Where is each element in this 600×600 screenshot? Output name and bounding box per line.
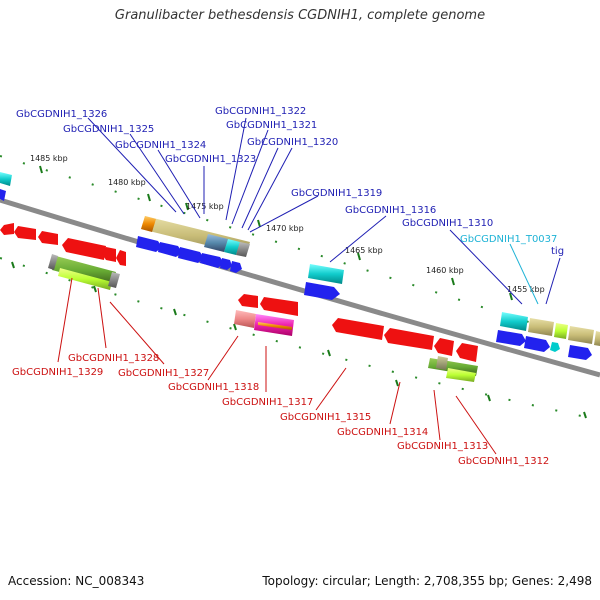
gene-block	[594, 331, 600, 346]
gene-label: GbCGDNIH1_1325	[63, 124, 154, 135]
gene-arrow	[158, 242, 182, 257]
kbp-label: 1470 kbp	[266, 224, 304, 233]
gene-label: GbCGDNIH1_1324	[115, 140, 206, 151]
gene-arrow	[260, 297, 298, 316]
gene-arrow	[230, 261, 242, 273]
kbp-label: 1480 kbp	[108, 178, 146, 187]
gene-block	[500, 312, 528, 331]
gene-label: GbCGDNIH1_1326	[16, 109, 107, 120]
inner-ticks	[0, 257, 600, 421]
gene-arrow	[136, 236, 162, 252]
gene-label: GbCGDNIH1_1314	[337, 427, 428, 438]
gene-arrow	[434, 338, 454, 356]
gene-block	[568, 326, 594, 344]
gene-arrow	[14, 226, 36, 240]
gene-arrow	[456, 343, 478, 362]
gene-label: GbCGDNIH1_1322	[215, 106, 306, 117]
gene-arrow	[0, 223, 14, 235]
forward-genes	[0, 172, 600, 360]
gene-label: GbCGDNIH1_1323	[165, 154, 256, 165]
gene-arrow	[238, 294, 258, 308]
gene-label: GbCGDNIH1_1319	[291, 188, 382, 199]
reverse-genes	[0, 223, 478, 382]
gene-arrow	[200, 253, 224, 268]
kbp-label: 1455 kbp	[507, 285, 545, 294]
gene-arrow	[178, 247, 204, 263]
gene-block	[436, 356, 448, 370]
gene-label: GbCGDNIH1_1318	[168, 382, 259, 393]
gene-label: GbCGDNIH1_1316	[345, 205, 436, 216]
kbp-labels: 1485 kbp 1480 kbp 1475 kbp 1470 kbp 1465…	[30, 154, 545, 294]
gene-arrow	[116, 250, 126, 266]
gene-label: GbCGDNIH1_1320	[247, 137, 338, 148]
gene-label: GbCGDNIH1_1329	[12, 367, 103, 378]
gene-block	[554, 323, 568, 339]
gene-label: GbCGDNIH1_1327	[118, 368, 209, 379]
gene-arrow	[550, 342, 560, 352]
kbp-label: 1465 kbp	[345, 246, 383, 255]
kbp-label: 1460 kbp	[426, 266, 464, 275]
gene-block	[234, 310, 256, 328]
gene-arrow	[0, 172, 12, 186]
genome-backbone	[0, 197, 600, 378]
accession-text: Accession: NC_008343	[8, 574, 145, 588]
gene-arrow	[568, 345, 592, 360]
major-ticks	[11, 165, 587, 419]
gene-arrow	[332, 318, 384, 340]
gene-label: GbCGDNIH1_1321	[226, 120, 317, 131]
gene-block	[224, 239, 240, 255]
gene-arrow	[0, 189, 6, 201]
map-title: Granulibacter bethesdensis CGDNIH1, comp…	[114, 8, 486, 23]
gene-arrow	[62, 238, 106, 260]
gene-block	[528, 318, 554, 336]
gene-block	[58, 268, 112, 290]
bottom-gene-labels: GbCGDNIH1_1329 GbCGDNIH1_1328 GbCGDNIH1_…	[12, 353, 549, 467]
gene-arrow	[524, 336, 550, 352]
gene-label: GbCGDNIH1_1315	[280, 412, 371, 423]
gene-block	[108, 272, 120, 288]
gene-block	[52, 256, 116, 286]
gene-label: GbCGDNIH1_T0037	[460, 234, 557, 245]
gene-block	[258, 322, 292, 330]
gene-block	[48, 254, 58, 270]
gene-label: GbCGDNIH1_1313	[397, 441, 488, 452]
gene-arrow	[496, 330, 526, 346]
gene-arrow	[102, 247, 116, 262]
gene-block	[236, 242, 250, 257]
kbp-label: 1485 kbp	[30, 154, 68, 163]
gene-arrow	[38, 231, 58, 245]
gene-arrow	[220, 258, 232, 270]
gene-label: GbCGDNIH1_1312	[458, 456, 549, 467]
gene-block	[204, 234, 228, 252]
gene-block	[446, 368, 476, 382]
gene-block	[308, 264, 344, 284]
top-leaders	[87, 117, 561, 305]
topology-text: Topology: circular; Length: 2,708,355 bp…	[262, 574, 592, 588]
kbp-label: 1475 kbp	[186, 202, 224, 211]
gene-label: GbCGDNIH1_1310	[402, 218, 493, 229]
gene-block	[141, 216, 156, 232]
bottom-leaders	[57, 277, 497, 455]
gene-arrow	[304, 282, 340, 300]
top-gene-labels: GbCGDNIH1_1326 GbCGDNIH1_1325 GbCGDNIH1_…	[16, 106, 564, 257]
gene-label: tig	[551, 246, 564, 257]
leader-t0037	[509, 243, 539, 305]
gene-arrow	[384, 328, 434, 350]
gene-label: GbCGDNIH1_1317	[222, 397, 313, 408]
gene-label: GbCGDNIH1_1328	[68, 353, 159, 364]
